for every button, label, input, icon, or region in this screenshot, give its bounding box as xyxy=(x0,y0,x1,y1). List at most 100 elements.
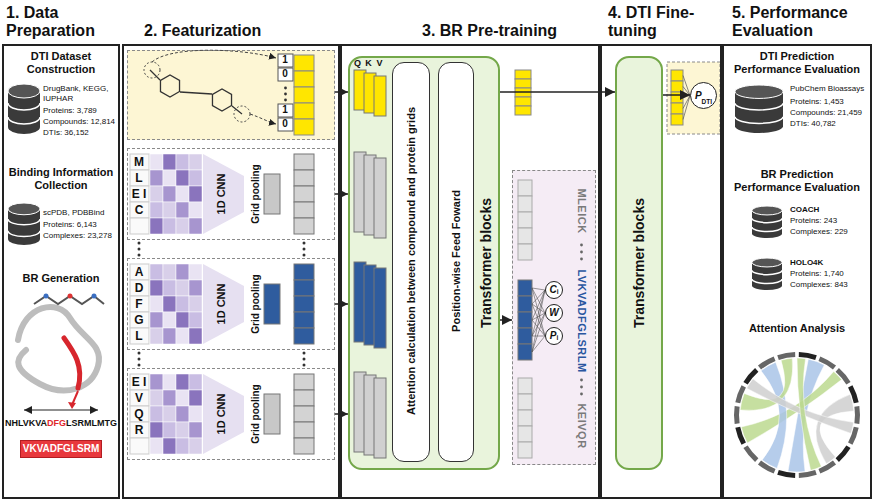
decor-shape xyxy=(176,406,189,422)
decor-shape xyxy=(278,68,293,81)
decor-shape xyxy=(735,85,783,133)
decor-shape xyxy=(189,218,202,234)
decor-shape xyxy=(532,313,545,320)
decor-shape xyxy=(176,264,189,280)
decor-shape xyxy=(532,290,545,304)
decor-shape xyxy=(303,242,306,245)
decor-shape xyxy=(92,294,97,299)
decor-shape xyxy=(294,390,314,406)
decor-shape xyxy=(138,242,141,245)
decor-shape xyxy=(518,180,532,196)
transformer-box: Transformer blocksAttention calculation … xyxy=(348,56,500,470)
decor-shape xyxy=(518,196,532,212)
decor-shape xyxy=(163,406,176,422)
decor-shape xyxy=(18,307,99,391)
decor-shape xyxy=(176,186,189,202)
decor-shape xyxy=(364,375,376,455)
decor-shape xyxy=(8,231,40,237)
decor-shape xyxy=(176,296,189,312)
decor-shape xyxy=(163,438,176,454)
decor-shape xyxy=(294,71,314,87)
decor-shape xyxy=(176,374,189,390)
decor-shape xyxy=(580,251,583,254)
decor-shape xyxy=(176,438,189,454)
node-text: 1D CNN xyxy=(215,174,228,215)
decor-shape xyxy=(294,103,314,119)
node-text: M L E I C xyxy=(130,154,148,218)
label-text: Proteins: 1,453 xyxy=(790,97,870,107)
decor-shape xyxy=(518,410,532,426)
panel-heading: 2. Featurization xyxy=(144,22,334,40)
decor-shape xyxy=(189,406,202,422)
decor-shape xyxy=(150,264,163,280)
decor-shape xyxy=(150,390,163,406)
decor-shape xyxy=(735,117,783,124)
panel-box: 2. Featurization1010M L E I C1D CNNGrid … xyxy=(122,44,340,499)
decor-shape xyxy=(176,390,189,406)
decor-shape xyxy=(683,87,690,96)
decor-shape xyxy=(515,106,531,115)
decor-shape xyxy=(671,103,683,114)
decor-shape xyxy=(150,328,163,344)
decor-shape xyxy=(294,438,314,454)
label-text: Compounds: 21,459 xyxy=(790,108,870,118)
label-text: Binding Information Collection xyxy=(4,166,118,192)
decor-shape xyxy=(364,73,376,113)
node-text: E I V Q R xyxy=(130,374,148,438)
decor-shape xyxy=(130,154,314,234)
decor-shape xyxy=(138,248,141,251)
decor-shape xyxy=(518,228,532,244)
label-text: Attention Analysis xyxy=(726,322,868,335)
node-text: LVKVADFGLSRLM xyxy=(575,269,588,372)
decor-shape xyxy=(532,304,545,313)
decor-shape xyxy=(68,294,73,299)
decor-shape xyxy=(354,372,366,452)
decor-shape xyxy=(203,154,244,234)
decor-shape xyxy=(532,288,545,290)
node-text: KEIVQR xyxy=(575,403,588,448)
label-text: DTI Prediction Performance Evaluation xyxy=(726,50,868,76)
binding-region-box: MLEICKLVKVADFGLSRLMKEIVQRCiWPi xyxy=(512,170,596,465)
node-text: i xyxy=(556,334,558,341)
decor-shape xyxy=(163,154,176,170)
decor-shape xyxy=(303,254,306,257)
label-text: VKVADFGLSRM xyxy=(20,440,102,458)
label-text: Compounds: 12,814 xyxy=(43,117,119,127)
decor-shape xyxy=(138,254,141,257)
decor-shape xyxy=(150,218,163,234)
decor-shape xyxy=(532,336,545,337)
decor-shape xyxy=(8,84,40,98)
decor-shape xyxy=(518,312,532,328)
node-text: Attention calculation between compound a… xyxy=(404,101,417,421)
node-text: C xyxy=(549,285,556,295)
decor-shape xyxy=(294,312,314,328)
decor-shape xyxy=(68,402,76,409)
decor-shape xyxy=(294,87,314,103)
node-text: MLEICK xyxy=(575,188,588,233)
decor-shape xyxy=(163,390,176,406)
node-text: P xyxy=(550,331,557,341)
decor-shape xyxy=(163,170,176,186)
decor-shape xyxy=(203,374,244,454)
decor-shape xyxy=(294,154,314,170)
decor-shape xyxy=(150,374,163,390)
decor-shape xyxy=(752,258,782,290)
decor-shape xyxy=(294,422,314,438)
label-text: Proteins: 3,789 xyxy=(43,106,119,116)
decor-shape xyxy=(8,203,40,215)
decor-shape xyxy=(8,117,40,124)
decor-shape xyxy=(163,218,176,234)
node-text: 0 xyxy=(278,118,292,130)
decor-shape xyxy=(189,202,202,218)
decor-shape xyxy=(176,202,189,218)
decor-shape xyxy=(364,155,376,235)
decor-shape xyxy=(189,312,202,328)
label-text: LSRMLMTG xyxy=(66,418,117,428)
output-circle: W xyxy=(545,304,563,322)
decor-shape xyxy=(150,202,163,218)
node-text: W xyxy=(549,308,558,318)
feed-forward-box: Position-wise Feed Foward xyxy=(438,62,474,462)
decor-shape xyxy=(294,119,314,135)
node-text: DTI xyxy=(702,98,712,105)
label-text: PubChem Bioassays xyxy=(790,84,870,94)
